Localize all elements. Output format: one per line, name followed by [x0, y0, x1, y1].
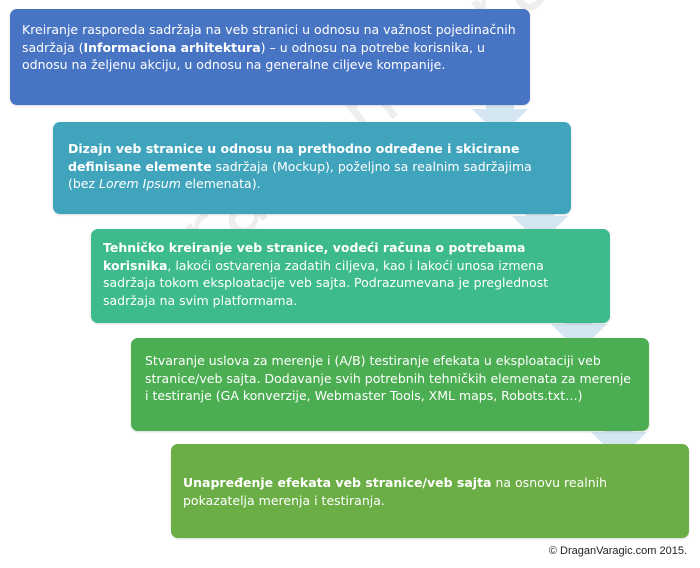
step-2-text-end: elemenata). — [180, 176, 261, 191]
step-2-text: sadržaja (Mockup), poželjno sa realnim s… — [68, 158, 532, 192]
step-5-bold: Unapređenje efekata veb stranice/veb saj… — [183, 475, 492, 490]
step-1-box: Kreiranje rasporeda sadržaja na veb stra… — [10, 9, 530, 105]
step-2-box: Dizajn veb stranice u odnosu na prethodn… — [53, 122, 571, 214]
step-1-text-end: ) – u odnosu na potrebe korisnika, u odn… — [22, 39, 485, 73]
step-1-bold: Informaciona arhitektura — [83, 39, 261, 55]
copyright-notice: © DraganVaragic.com 2015. — [548, 545, 687, 557]
step-5-box: Unapređenje efekata veb stranice/veb saj… — [171, 444, 689, 538]
step-3-text: , lakoći ostvarenja zadatih ciljeva, kao… — [103, 257, 549, 308]
step-3-bold: Tehničko kreiranje veb stranice, vodeći … — [103, 240, 526, 273]
step-4-box: Stvaranje uslova za merenje i (A/B) test… — [131, 338, 649, 431]
step-2-italic: Lorem Ipsum — [99, 176, 181, 191]
step-5-text: na osnovu realnih pokazatelja merenja i … — [183, 475, 608, 508]
step-4-text: Stvaranje uslova za merenje i (A/B) test… — [145, 353, 631, 403]
step-3-box: Tehničko kreiranje veb stranice, vodeći … — [91, 229, 610, 323]
step-2-bold: Dizajn veb stranice u odnosu na prethodn… — [68, 141, 520, 174]
step-1-text: Kreiranje rasporeda sadržaja na veb stra… — [22, 22, 516, 55]
